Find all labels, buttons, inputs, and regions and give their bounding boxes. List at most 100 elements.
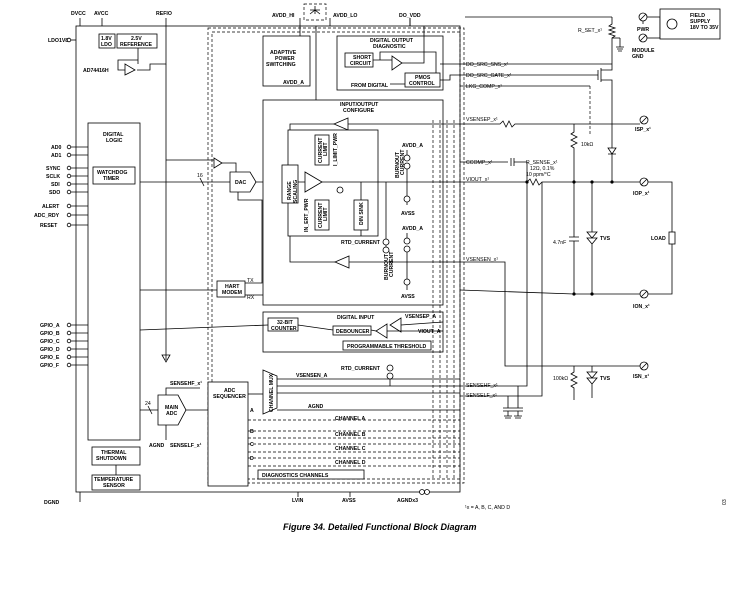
ldo-block — [98, 33, 116, 49]
isn-label: ISN_x¹ — [633, 374, 649, 380]
agnd-terminal-2 — [424, 489, 430, 495]
pin-reset: RESET — [40, 223, 58, 229]
pin-lkg-comp: LKG_COMP_x¹ — [466, 84, 502, 90]
pin-do-src-sns: DO_SRC_SNS_x¹ — [466, 62, 509, 68]
watchdog-block — [92, 166, 136, 185]
channel-d-label: CHANNEL D — [335, 460, 366, 466]
dac-block — [229, 171, 257, 193]
pin-gpio-f: GPIO_F — [40, 363, 59, 369]
hart-rx: RX — [247, 295, 255, 301]
pin-avdd-lo: AVDD_LO — [333, 13, 357, 19]
ref-buffer-icon — [124, 63, 136, 76]
din-sink-label: DIN SINK — [359, 202, 365, 225]
burnout-label-1b: CURRENT — [400, 149, 406, 175]
reference-block — [116, 33, 158, 49]
pin-adc-rdy: ADC_RDY — [34, 213, 60, 219]
pin-viout: VIOUT_x¹ — [466, 177, 489, 183]
channel-region — [207, 27, 465, 484]
pin-do-vdd: DO_VDD — [399, 13, 421, 19]
burnout-avss: AVSS — [401, 211, 415, 217]
pin-avdd-hi: AVDD_HI — [272, 13, 295, 19]
adaptive-power-switching-block — [262, 35, 311, 87]
r100k-label: 100kΩ — [553, 376, 568, 382]
dac-label: DAC — [235, 180, 246, 186]
adc-sensehf-label: SENSEHF_x¹ — [170, 381, 202, 387]
from-digital-label: FROM DIGITAL — [351, 83, 389, 89]
diagnostics-channels-label: DIAGNOSTICS CHANNELS — [262, 473, 329, 479]
mux-vsensen-a: VSENSEN_A — [296, 373, 328, 379]
pin-lvin: LVIN — [292, 498, 304, 504]
rtd-current-label: RTD_CURRENT — [341, 240, 381, 246]
adc-sequencer-block — [207, 381, 249, 487]
din-vsensep-a: VSENSEP_A — [405, 314, 436, 320]
r-set-label: R_SET_x¹ — [578, 28, 602, 34]
chip-name: AD74416H — [83, 68, 109, 74]
range-scaling-block — [281, 164, 299, 204]
avdd-switch-region — [303, 3, 327, 21]
rtd-current-label-2: RTD_CURRENT — [341, 366, 381, 372]
pin-gpio-a: GPIO_A — [40, 323, 60, 329]
burnout-source-4 — [403, 278, 411, 286]
rtd-source-1 — [382, 238, 390, 246]
bits-24-label: 24 — [145, 401, 151, 407]
pin-do-src-gate: DO_SRC_GATE_x¹ — [466, 73, 512, 79]
ilim-lo-label: IN_ERT_PWR — [304, 198, 310, 232]
ion-label: ION_x¹ — [633, 304, 650, 310]
hart-tx: TX — [247, 278, 254, 284]
adc-agnd-label: AGND — [149, 443, 165, 449]
dod-amp-icon — [391, 55, 403, 71]
burnout-source-3 — [403, 237, 411, 245]
field-supply-text-line: 18V TO 35V — [690, 25, 719, 31]
burnout-avdd-a-2: AVDD_A — [402, 226, 423, 232]
tvs1-label: TVS — [600, 236, 611, 242]
field-supply-text: FIELD — [690, 13, 705, 19]
pin-sdi: SDI — [51, 182, 60, 188]
burnout-avss-2: AVSS — [401, 294, 415, 300]
tvs2-label: TVS — [600, 376, 611, 382]
channel-region-inner — [211, 31, 461, 480]
pin-agndx3: AGNDx3 — [397, 498, 418, 504]
pin-sync: SYNC — [46, 166, 61, 172]
diode-1-icon — [607, 147, 617, 155]
r-set-resistor — [607, 17, 617, 64]
burnout-label-2b: CURRENT — [389, 251, 395, 277]
debouncer-label: DEBOUNCER — [336, 329, 370, 335]
page-id: 03 — [722, 499, 728, 505]
pin-ldo1v8: LDO1V8 — [48, 38, 68, 44]
figure-caption: Figure 34. Detailed Functional Block Dia… — [283, 522, 477, 532]
pmos-transistor-icon — [597, 64, 613, 92]
left-pins: LDO1V8 AD0 AD1 SYNC SCLK SDI SDO ALERT A… — [34, 37, 88, 506]
rtd-source-2b — [386, 372, 394, 380]
adc-senself-label: SENSELF_x¹ — [170, 443, 202, 449]
burnout-source-3b — [403, 245, 411, 253]
field-supply-source-icon — [666, 18, 678, 30]
digital-input-label: DIGITAL INPUT — [337, 315, 375, 321]
burnout-source-2 — [403, 195, 411, 203]
channel-letter-d: D — [250, 456, 254, 462]
current-limit-label-1b: LIMIT — [323, 142, 329, 156]
burnout-label-2: BURNOUT — [384, 253, 390, 280]
aps-avdd-a: AVDD_A — [283, 80, 304, 86]
footnote: ¹x = A, B, C, AND D — [465, 505, 510, 511]
dac-ref-buffer-icon — [213, 157, 223, 169]
main-adc-block — [157, 394, 187, 426]
channel-c-label: CHANNEL C — [335, 446, 366, 452]
channel-letter-b: B — [250, 429, 254, 435]
channel-b-label: CHANNEL B — [335, 432, 366, 438]
prog-threshold-label: PROGRAMMABLE THRESHOLD — [347, 344, 427, 350]
channel-mux-block — [262, 369, 278, 415]
din-viout-a: VIOUT_A — [418, 329, 441, 335]
current-limit-label-2: CURRENT — [318, 202, 324, 228]
pin-alert: ALERT — [42, 204, 60, 210]
